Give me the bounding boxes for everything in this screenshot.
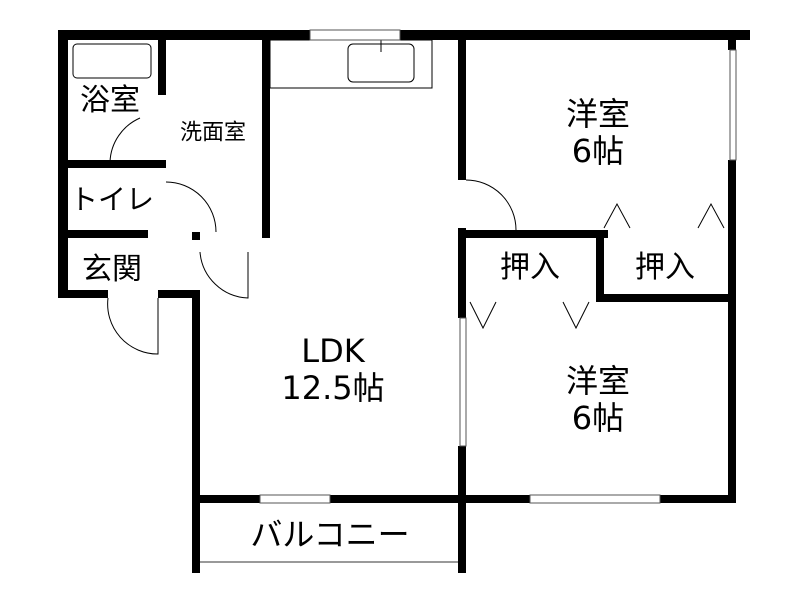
room-name: 押入 [635, 249, 695, 285]
room-label-western-room-1: 洋室 6帖 [566, 96, 630, 170]
fixtures [72, 39, 725, 563]
room-name: トイレ [69, 182, 155, 216]
room-name: 押入 [500, 249, 560, 285]
room-label-washroom: 洗面室 [180, 120, 246, 145]
room-size: 12.5帖 [281, 369, 385, 407]
room-name: 洗面室 [179, 120, 247, 146]
room-label-entrance: 玄関 [82, 251, 142, 288]
room-label-balcony: バルコニー [250, 515, 410, 554]
room-label-western-room-2: 洋室 6帖 [566, 363, 630, 437]
room-name: 玄関 [82, 251, 142, 287]
walls [58, 30, 750, 573]
room-label-bathroom: 浴室 [80, 82, 140, 119]
room-label-ldk: LDK 12.5帖 [281, 333, 384, 407]
windows [259, 29, 737, 504]
room-name: 洋室 [565, 95, 631, 134]
room-label-toilet: トイレ [69, 182, 155, 216]
room-name: LDK [301, 332, 365, 371]
room-name: バルコニー [250, 515, 410, 554]
room-size: 6帖 [571, 399, 625, 437]
room-name: 浴室 [80, 82, 140, 118]
room-label-closet-1: 押入 [500, 249, 560, 286]
room-label-closet-2: 押入 [635, 249, 695, 286]
room-size: 6帖 [571, 132, 625, 170]
room-name: 洋室 [565, 362, 631, 401]
